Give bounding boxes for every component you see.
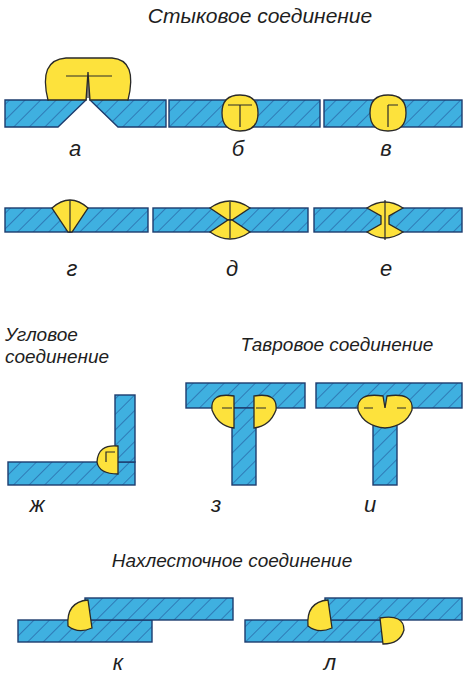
group-title: Угловое соединение [5,324,123,368]
figure-letter: г [67,256,78,281]
figure-letter: л [324,650,336,675]
figure-letter: к [113,650,123,675]
weld-seam-lines [66,76,406,462]
figure-letter: ж [29,492,44,517]
figure-letter: б [232,136,244,161]
figure-letter: и [364,492,376,517]
figure-letter: а [69,136,81,161]
group-title: Тавровое соединение [241,334,434,356]
group-title: Нахлесточное соединение [112,550,353,572]
figure-letter: в [380,136,391,161]
figure-letter: з [211,492,221,517]
figure-letter: д [226,256,238,281]
figure-letter: е [380,256,392,281]
group-title: Стыковое соединение [148,4,372,28]
plates [5,68,462,642]
